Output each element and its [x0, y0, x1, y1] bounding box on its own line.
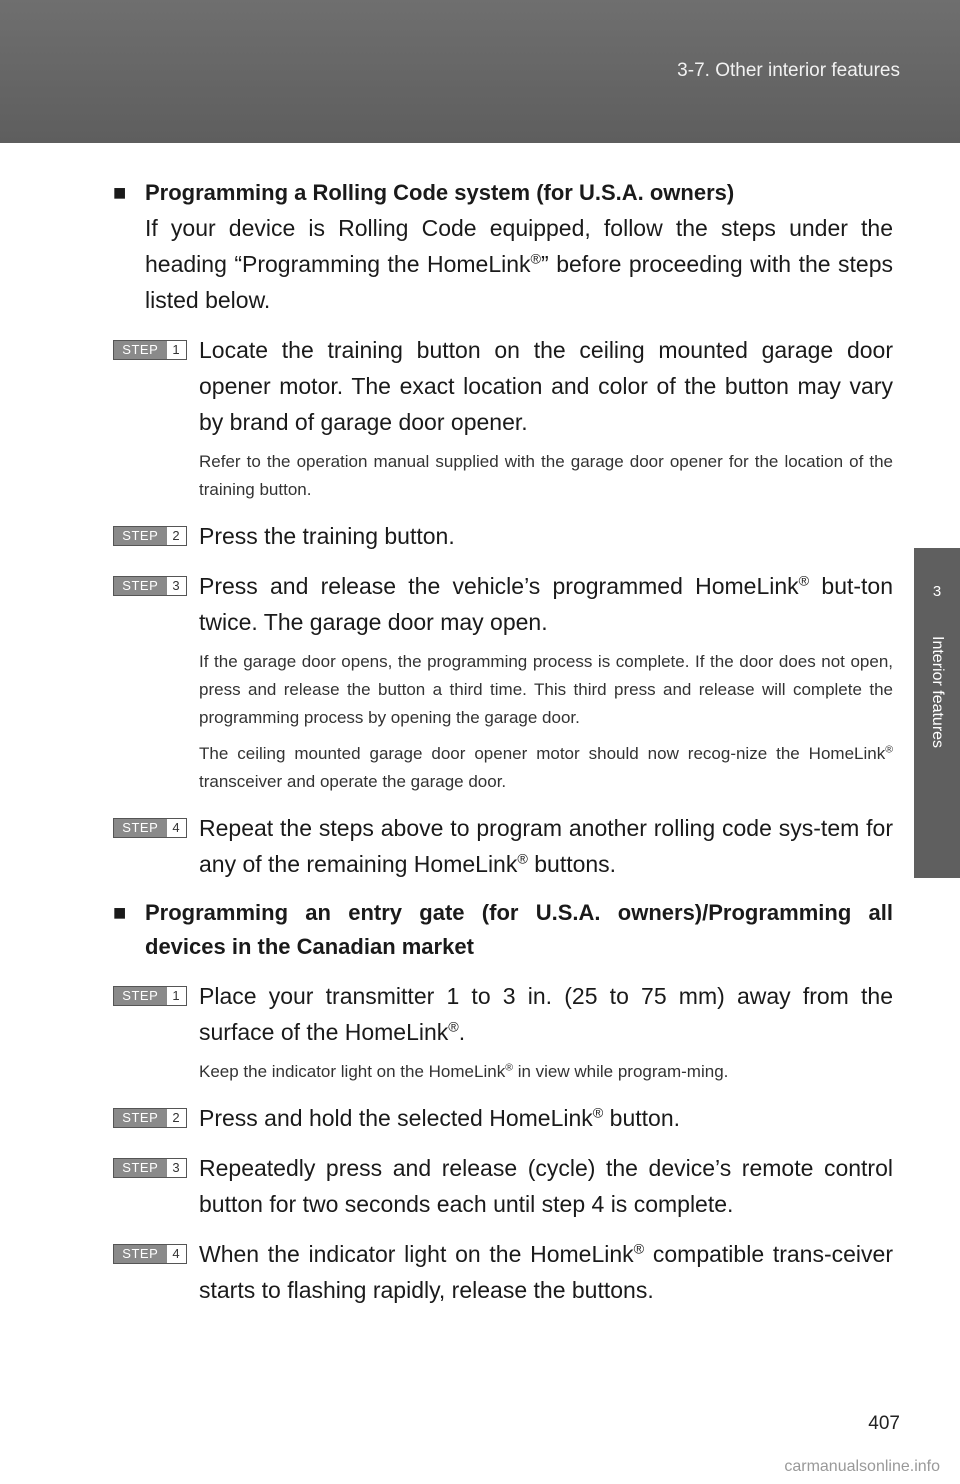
header-band	[0, 0, 960, 143]
registered-mark: ®	[530, 251, 542, 268]
square-bullet-icon: ■	[113, 180, 127, 205]
step-note: If the garage door opens, the programmin…	[199, 652, 893, 727]
square-bullet-icon: ■	[113, 900, 127, 925]
step-text: Press and release the vehicle’s programm…	[199, 573, 894, 635]
registered-mark: ®	[633, 1241, 645, 1258]
section1-heading-text: Programming a Rolling Code system (for U…	[145, 180, 735, 205]
step-text: When the indicator light on the HomeLink…	[199, 1241, 893, 1303]
registered-mark: ®	[517, 851, 528, 868]
section1-intro: If your device is Rolling Code equipped,…	[145, 215, 893, 313]
section-title: 3-7. Other interior features	[677, 60, 900, 81]
step-text: Press the training button.	[199, 523, 455, 549]
step-note: Keep the indicator light on the HomeLink…	[199, 1061, 729, 1081]
registered-mark: ®	[505, 1061, 513, 1074]
page-number: 407	[868, 1413, 900, 1434]
step-text: Press and hold the selected HomeLink® bu…	[199, 1105, 681, 1131]
main-content: ■ Programming a Rolling Code system (for…	[113, 176, 893, 1308]
section1-heading: ■ Programming a Rolling Code system (for…	[113, 176, 893, 210]
side-tab-number: 3	[932, 583, 942, 600]
step-text: Locate the training button on the ceilin…	[199, 337, 893, 435]
step-text: Repeatedly press and release (cycle) the…	[199, 1155, 893, 1217]
registered-mark: ®	[798, 573, 810, 590]
registered-mark: ®	[448, 1019, 459, 1036]
step-text: Place your transmitter 1 to 3 in. (25 to…	[199, 983, 893, 1045]
step-note: Refer to the operation manual supplied w…	[199, 452, 893, 499]
section2-heading-text: Programming an entry gate (for U.S.A. ow…	[145, 900, 893, 959]
registered-mark: ®	[592, 1105, 604, 1122]
step-note: The ceiling mounted garage door opener m…	[199, 743, 893, 791]
section2-heading: ■ Programming an entry gate (for U.S.A. …	[113, 896, 893, 964]
registered-mark: ®	[885, 743, 893, 756]
side-tab-label: Interior features	[929, 636, 946, 749]
side-tab	[914, 548, 960, 878]
step-text: Repeat the steps above to program anothe…	[199, 815, 893, 877]
watermark: carmanualsonline.info	[784, 1458, 940, 1475]
